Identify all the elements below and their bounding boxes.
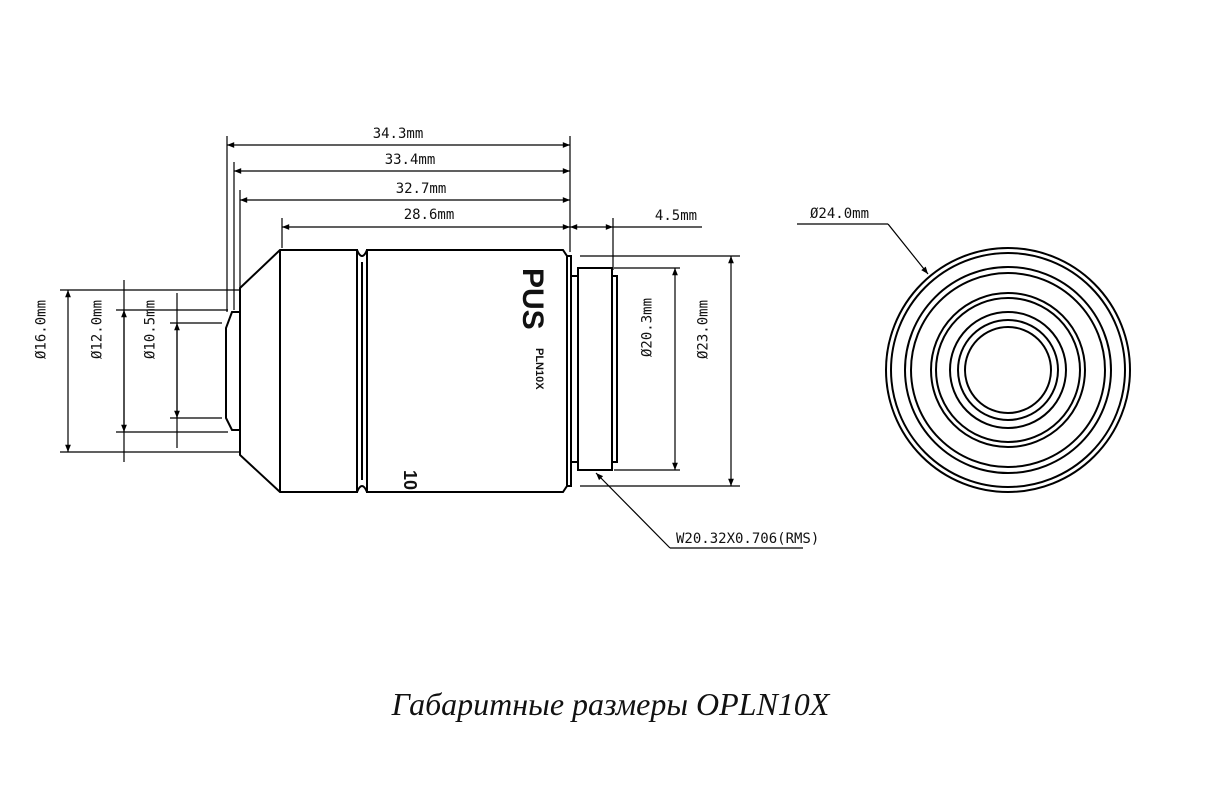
length-dimension-lines	[227, 142, 702, 230]
objective-front-view	[885, 247, 1131, 493]
dim-overall-length: 34.3mm	[373, 126, 424, 142]
thread-end	[611, 275, 618, 463]
dim-diameter-10-5: Ø10.5mm	[142, 300, 158, 359]
dim-front-diameter: Ø24.0mm	[810, 206, 869, 222]
front-cap	[239, 249, 358, 493]
dim-diameter-20-3: Ø20.3mm	[639, 298, 655, 357]
rms-thread	[577, 267, 613, 471]
figure-caption: Габаритные размеры OPLN10X	[391, 686, 830, 722]
dim-barrel-length: 28.6mm	[404, 207, 455, 223]
dim-length-32-7: 32.7mm	[396, 181, 447, 197]
body-marking: PLN10X	[533, 348, 545, 390]
dim-length-33-4: 33.4mm	[385, 152, 436, 168]
objective-side-view: PLN10X PUS 10	[225, 249, 618, 493]
dim-diameter-23: Ø23.0mm	[695, 300, 711, 359]
magnification-fragment: 10	[400, 470, 420, 490]
dim-diameter-12: Ø12.0mm	[89, 300, 105, 359]
brand-fragment: PUS	[516, 268, 549, 330]
nose-tip	[225, 311, 240, 431]
extension-lines	[60, 136, 740, 487]
dim-thread-length: 4.5mm	[655, 208, 697, 224]
groove	[356, 249, 368, 493]
thread-neck	[570, 275, 579, 463]
dim-diameter-16: Ø16.0mm	[33, 300, 49, 359]
thread-spec-label: W20.32X0.706(RMS)	[676, 531, 819, 547]
diameter-dimension-lines	[65, 256, 734, 486]
